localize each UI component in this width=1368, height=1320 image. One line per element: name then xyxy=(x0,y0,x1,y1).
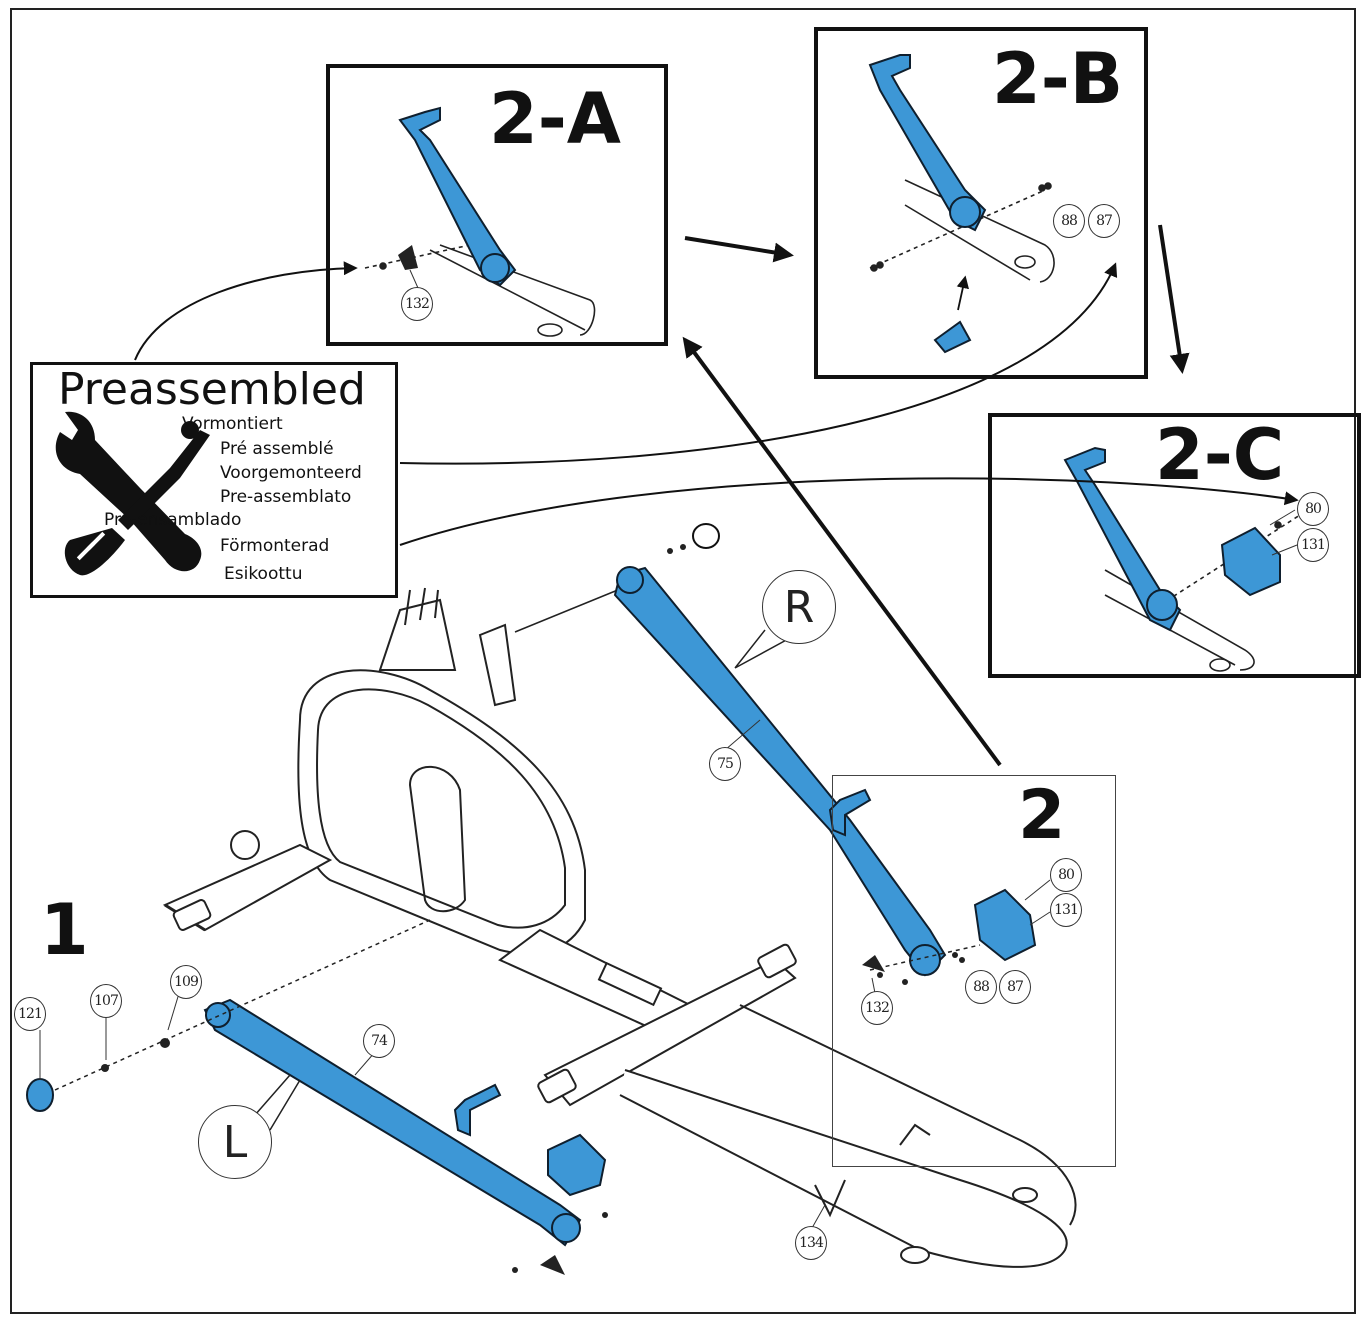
lang-swedish: Förmonterad xyxy=(220,536,330,556)
part-callout-80-panel-c: 80 xyxy=(1297,492,1329,526)
step-1-title: 1 xyxy=(40,889,89,971)
arm-75-right xyxy=(613,566,947,977)
part-callout-74: 74 xyxy=(363,1024,395,1058)
elliptical-frame xyxy=(162,584,1077,1268)
step-2-title: 2 xyxy=(1018,776,1066,855)
pedal-cover-131 xyxy=(547,888,1037,1197)
part-callout-87-panel-b: 87 xyxy=(1088,204,1120,238)
arm-74-left xyxy=(203,998,582,1247)
lang-french: Pré assemblé xyxy=(220,439,334,459)
part-callout-107: 107 xyxy=(90,984,122,1018)
step-2b-title: 2-B xyxy=(992,38,1124,120)
step-2a-title: 2-A xyxy=(489,78,621,160)
diagram-frame xyxy=(10,8,1356,1314)
end-cap-121 xyxy=(26,1078,54,1112)
lang-german: Vormontiert xyxy=(182,414,283,434)
part-callout-131: 131 xyxy=(1050,893,1082,927)
part-callout-121: 121 xyxy=(14,997,46,1031)
wrench-screwdriver-icon xyxy=(55,411,210,576)
lang-spanish: Pre-ensamblado xyxy=(104,510,242,530)
bracket-132-a xyxy=(398,245,418,270)
panel-2b-arm xyxy=(868,54,987,354)
arm-label-right: R xyxy=(762,570,836,644)
flow-arrows xyxy=(682,224,1190,767)
arm-label-left: L xyxy=(198,1105,272,1179)
bushing xyxy=(692,523,720,549)
panel-2a-arm xyxy=(398,106,517,287)
part-callout-132-panel-a: 132 xyxy=(401,287,433,321)
panel-2c-arm xyxy=(1063,446,1281,632)
panel-2b xyxy=(814,27,1148,379)
panel-2b-drawing xyxy=(869,179,1055,283)
part-callout-87: 87 xyxy=(999,970,1031,1004)
part-callout-134: 134 xyxy=(795,1226,827,1260)
lang-finnish: Esikoottu xyxy=(224,564,303,584)
panel-2c xyxy=(988,413,1361,678)
preassembled-title: Preassembled xyxy=(58,364,366,415)
part-callout-88-panel-b: 88 xyxy=(1053,204,1085,238)
step-2c-title: 2-C xyxy=(1155,414,1285,496)
part-callout-80: 80 xyxy=(1050,858,1082,892)
preassembled-box xyxy=(30,362,398,598)
part-callout-75: 75 xyxy=(709,747,741,781)
preassembled-pointers xyxy=(134,261,1299,546)
panel-2a xyxy=(326,64,668,346)
part-callout-109: 109 xyxy=(170,965,202,999)
panel-2a-drawing xyxy=(364,244,596,337)
part-callout-132: 132 xyxy=(861,991,893,1025)
step-2-box xyxy=(832,775,1116,1167)
lang-dutch: Voorgemonteerd xyxy=(220,463,362,483)
part-callout-131-panel-c: 131 xyxy=(1297,528,1329,562)
part-callout-88: 88 xyxy=(965,970,997,1004)
lang-italian: Pre-assemblato xyxy=(220,487,352,507)
